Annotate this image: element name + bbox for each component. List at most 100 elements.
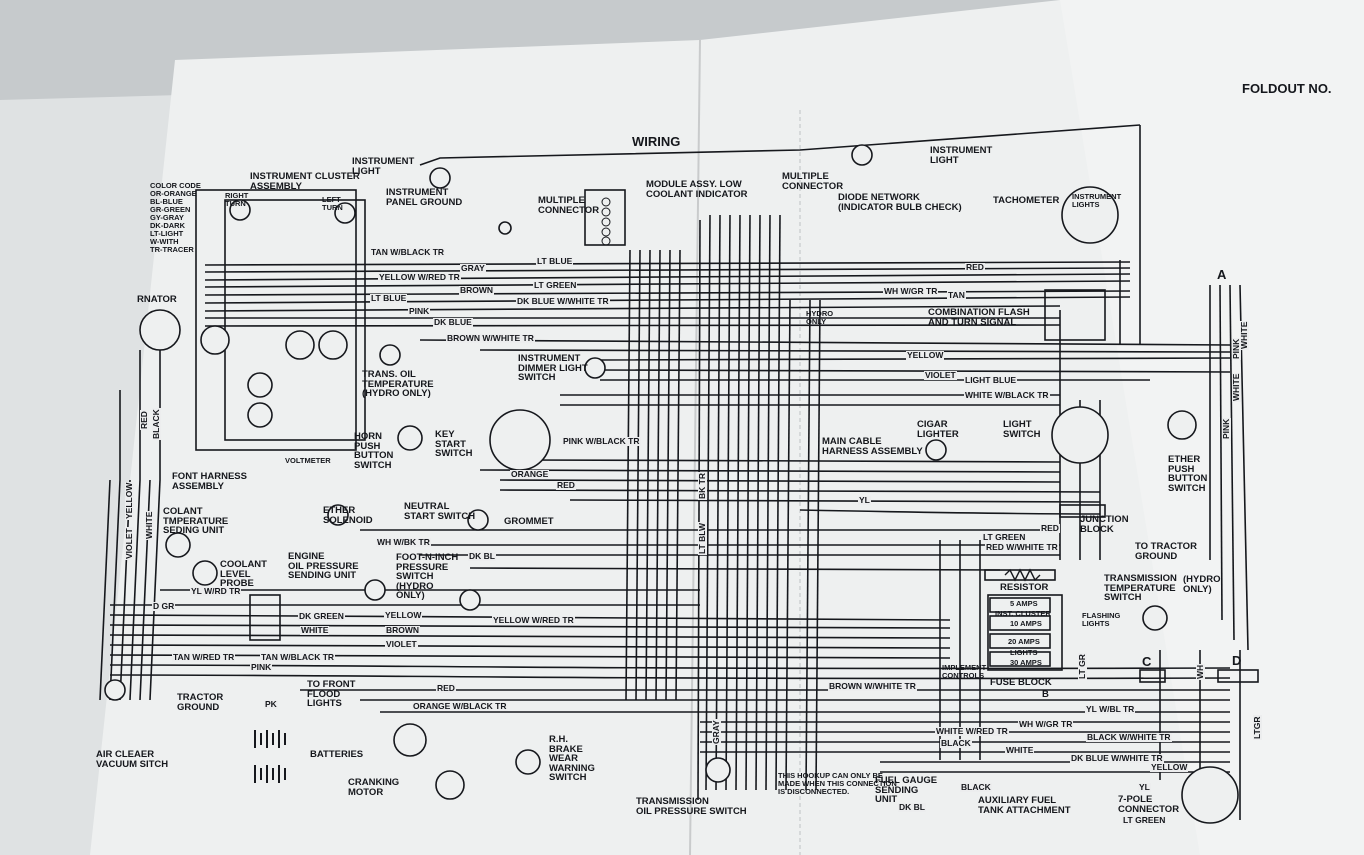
wire-label: ORANGE W/BLACK TR: [412, 701, 508, 711]
trans-temp-icon: [1142, 605, 1168, 631]
low-coolant-icon: [200, 325, 230, 355]
wire-label: TAN W/BLACK TR: [370, 247, 446, 257]
fuse-5-amps: 5 AMPS: [1010, 599, 1038, 608]
fuse-30-amps: 30 AMPS: [1010, 658, 1042, 667]
alternator-label: RNATOR: [137, 294, 177, 305]
wire-label: WHITE: [1005, 745, 1035, 755]
coolant-level-icon: [192, 560, 218, 586]
ground-icon: [498, 221, 512, 235]
wire-label: YL: [858, 495, 871, 505]
wire-label: LT GREEN: [1122, 815, 1167, 825]
connector-a: A: [1217, 267, 1227, 282]
engine-oil-icon: [364, 579, 386, 601]
fuse-lights: LIGHTS: [1010, 648, 1038, 657]
brake-wear-switch-icon: [515, 749, 541, 775]
wire-label: LT GREEN: [533, 280, 578, 290]
seven-pole-icon: [1181, 766, 1239, 824]
fuse-10-amps: 10 AMPS: [1010, 619, 1042, 628]
legend-item: TR-TRACER: [150, 245, 194, 254]
legend-item: GY-GRAY: [150, 213, 184, 222]
wire-label: GRAY: [460, 263, 486, 273]
wire-label: RED W/WHITE TR: [985, 542, 1059, 552]
voltmeter-label: VOLTMETER: [285, 456, 331, 465]
instrument-lights-label: INSTRUMENT LIGHTS: [1072, 192, 1122, 209]
trans-oil-pressure-icon: [705, 757, 731, 783]
implement-controls-label: IMPLEMENT CONTROLS: [942, 663, 987, 680]
wire-label: GRAY: [711, 719, 721, 745]
wire-label: D GR: [152, 601, 176, 611]
wire-label: BLACK: [151, 408, 161, 440]
wire-label: VIOLET: [385, 639, 418, 649]
flashing-lights-label: FLASHING LIGHTS: [1082, 611, 1121, 628]
wire-label: WHITE: [144, 510, 154, 540]
fuel-gauge-label: FUEL GAUGE SENDING UNIT: [875, 775, 938, 805]
wire-label: PK: [264, 699, 278, 709]
to-front-flood-label: TO FRONT FLOOD LIGHTS: [307, 679, 356, 709]
instrument-light-right-icon: [851, 144, 873, 166]
wire-label: DK BLUE W/WHITE TR: [1070, 753, 1164, 763]
instrument-light-right-label: INSTRUMENT LIGHT: [930, 145, 993, 166]
tractor-ground-label: TRACTOR GROUND: [177, 692, 224, 713]
wire-label: ORANGE: [510, 469, 550, 479]
brake-wear-icon: [285, 330, 315, 360]
cigar-lighter-icon: [925, 439, 947, 461]
legend-item: BL-BLUE: [150, 197, 183, 206]
wire-label: DK BL: [898, 802, 926, 812]
key-start-label: KEY START SWITCH: [435, 429, 473, 459]
rh-brake-label: R.H. BRAKE WEAR WARNING SWITCH: [549, 734, 595, 783]
wire-label: VIOLET: [124, 527, 134, 560]
wire-label: LT BLUE: [536, 256, 574, 266]
wire-label: PINK: [408, 306, 431, 316]
batteries-label: BATTERIES: [310, 749, 364, 760]
connector-b: B: [1042, 689, 1049, 700]
multiple-connector-2-label: MULTIPLE CONNECTOR: [782, 171, 844, 192]
wire-label: PINK: [250, 662, 273, 672]
wire-label: RED: [965, 262, 985, 272]
wire-label: RED: [1040, 523, 1060, 533]
wire-label: YL W/RD TR: [190, 586, 242, 596]
foot-n-inch-icon: [459, 589, 481, 611]
cigar-lighter-label: CIGAR LIGHTER: [917, 419, 959, 440]
wire-label: LTGR: [1252, 715, 1262, 740]
dimmer-switch-icon: [584, 357, 606, 379]
wire-label: PINK: [1221, 417, 1231, 440]
front-harness-label: FONT HARNESS ASSEMBLY: [172, 471, 247, 492]
foldout-label: FOLDOUT NO.: [1242, 81, 1332, 96]
right-turn-label: RIGHT TURN: [225, 191, 249, 208]
wire-label: BLACK W/WHITE TR: [1086, 732, 1172, 742]
wire-label: DK BLUE W/WHITE TR: [516, 296, 610, 306]
legend-item: DK-DARK: [150, 221, 185, 230]
junction-block-label: JUNCTION BLOCK: [1080, 514, 1129, 535]
wire-label: BROWN: [385, 625, 421, 635]
trans-oil-pressure-label: TRANSMISSION OIL PRESSURE SWITCH: [636, 796, 747, 817]
legend-title: COLOR CODE: [150, 181, 201, 190]
wire-label: VIOLET: [924, 370, 957, 380]
wire-label: YL: [1138, 782, 1151, 792]
wire-label: YELLOW W/RED TR: [492, 615, 575, 625]
wire-label: YELLOW: [384, 610, 423, 620]
batteries-icon: [254, 730, 286, 783]
engine-oil-label: ENGINE OIL PRESSURE SENDING UNIT: [288, 551, 359, 581]
left-turn-label: LEFT TURN: [322, 195, 343, 212]
wire-label: BLACK: [960, 782, 992, 792]
wire-label: YELLOW: [1150, 762, 1189, 772]
seven-pole-label: 7-POLE CONNECTOR: [1118, 794, 1180, 815]
fuse-block-label: FUSE BLOCK: [990, 677, 1052, 688]
instrument-cluster-label: INSTRUMENT CLUSTER ASSEMBLY: [250, 171, 360, 192]
resistor-label: RESISTOR: [1000, 582, 1049, 593]
ether-solenoid-label: ETHER SOLENOID: [323, 505, 373, 526]
tachometer-icon: [1061, 186, 1119, 244]
page-title: WIRING: [632, 134, 681, 149]
hydro-only-label: HYDRO ONLY: [806, 309, 834, 326]
ether-push-icon: [1167, 410, 1197, 440]
wire-label: WHITE: [1231, 372, 1241, 402]
wire-label: WH W/GR TR: [1018, 719, 1074, 729]
wire-label: DK BL: [468, 551, 496, 561]
to-tractor-ground-label: TO TRACTOR GROUND: [1135, 541, 1197, 562]
ether-push-label: ETHER PUSH BUTTON SWITCH: [1168, 454, 1208, 494]
main-cable-label: MAIN CABLE HARNESS ASSEMBLY: [822, 436, 923, 457]
resistor-icon: [1004, 568, 1041, 582]
trans-temp-switch-label: TRANSMISSION TEMPERATURE SWITCH: [1104, 573, 1177, 603]
hydro-only-2-label: (HYDRO ONLY): [1183, 574, 1221, 595]
